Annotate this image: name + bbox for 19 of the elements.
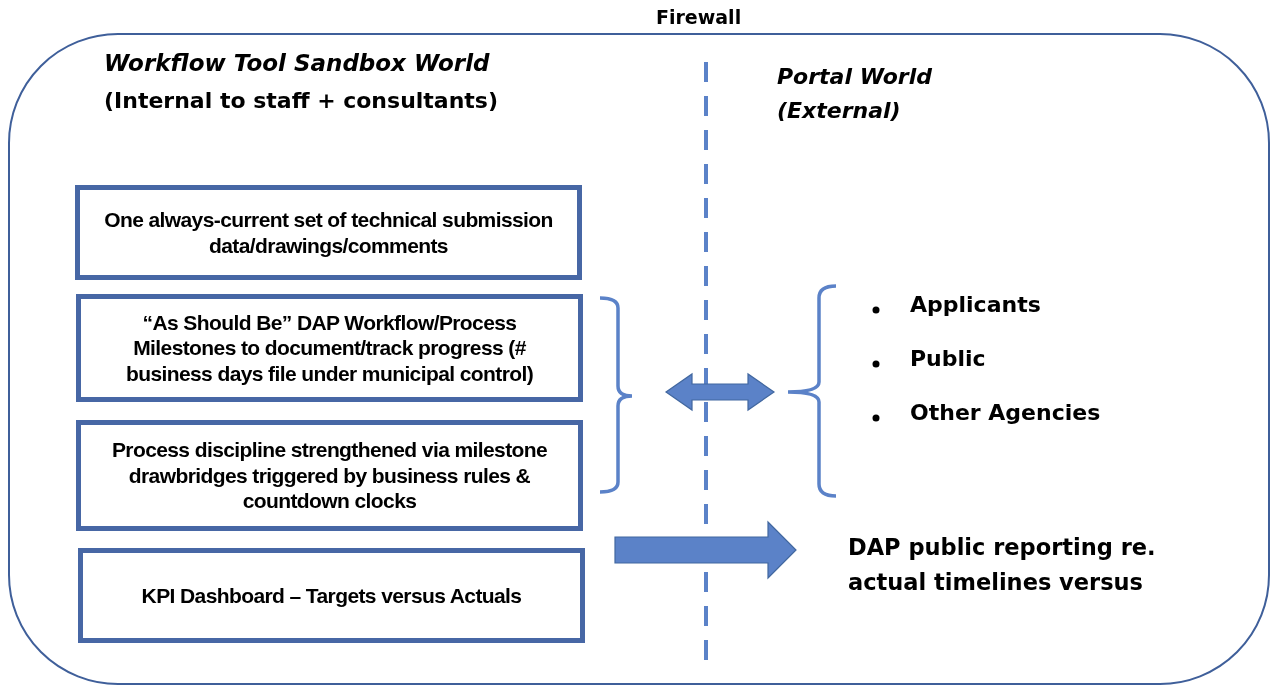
result-text: DAP public reporting re. actual timelines versus: [848, 533, 1157, 597]
process-box: [76, 420, 583, 531]
outer-rounded-panel: [8, 33, 1270, 685]
process-box: [78, 548, 585, 643]
list-item: Other Agencies: [910, 400, 1101, 425]
list-item: Applicants: [910, 292, 1041, 317]
box-text: One always-current set of technical submission data/drawings/comments: [103, 206, 554, 259]
process-box: [75, 185, 582, 280]
section-heading: Portal World (External): [777, 63, 933, 126]
divider-label: Firewall: [656, 6, 742, 28]
process-box: [76, 294, 583, 402]
box-text: “As Should Be” DAP Workflow/Process Milestones to document/track progress (# business days file under municipal control): [124, 309, 535, 387]
box-text: Process discipline strengthened via milestone drawbridges triggered by business rules & countdown clocks: [110, 437, 549, 515]
block-arrow: [664, 372, 776, 412]
subheading: (Internal to staff + consultants): [104, 87, 499, 115]
list-item: Public: [910, 346, 986, 371]
section-heading: Workflow Tool Sandbox World: [104, 49, 490, 78]
block-arrow: [614, 520, 797, 580]
box-text: KPI Dashboard – Targets versus Actuals: [140, 582, 523, 609]
